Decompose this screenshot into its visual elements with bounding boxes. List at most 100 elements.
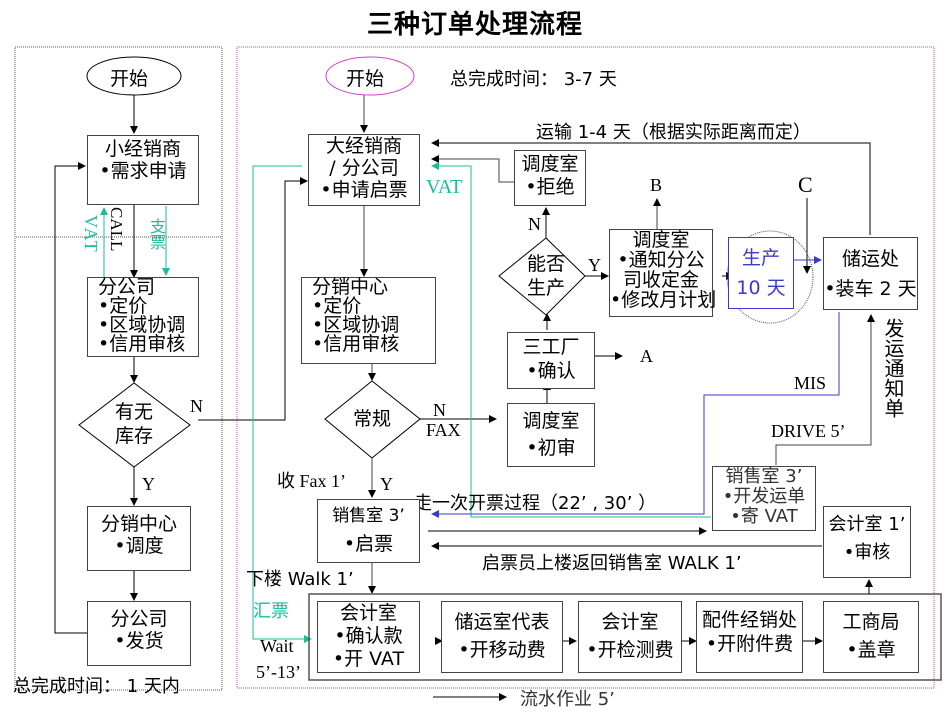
storage-box: 储运处 •装车 2 天 [823, 237, 918, 310]
sales-invoice-title: 销售室 3’ [332, 506, 405, 526]
storage-step: •装车 2 天 [824, 278, 917, 300]
label-remit: 汇票 [253, 601, 289, 622]
branch-step: •定价 [98, 295, 148, 317]
production-duration: 10 天 [736, 277, 786, 299]
production-box: 生产 10 天 [728, 237, 794, 309]
big-dealer-subtitle: / 分公司 [329, 157, 399, 179]
produce-decision-line: 能否 [526, 253, 565, 275]
label-recv-fax: 收 Fax 1’ [277, 471, 346, 491]
production-circle [726, 230, 814, 324]
pipeline-step-title: 储运室代表 [454, 611, 550, 633]
pipeline-container [308, 593, 942, 681]
dispatch-review-step: •初审 [526, 437, 576, 459]
pipeline-step-parts-dealer: 配件经销处 •开附件费 [696, 601, 803, 673]
storage-title: 储运处 [841, 248, 899, 270]
stock-decision-line: 库存 [114, 425, 153, 447]
dispatch-notify-box: 调度室 •通知分公 司收定金 •修改月计划 [609, 229, 716, 317]
pipeline-step-title: 会计室 [339, 602, 397, 624]
dispatch-review-title: 调度室 [522, 410, 580, 432]
factory3-step: •确认 [526, 360, 576, 382]
accounting-audit-step: •审核 [843, 542, 891, 563]
pipeline-step-task: •确认款 [334, 625, 403, 647]
produce-decision-diamond [498, 237, 586, 316]
left-start-label: 开始 [110, 68, 149, 90]
right-start-ellipse [325, 56, 415, 96]
produce-decision-label: 能否 生产 [513, 252, 579, 300]
accounting-audit-title: 会计室 1’ [828, 514, 906, 535]
dispatch-notify-step: •通知分公 [617, 249, 705, 271]
dispatch-reject-step: •拒绝 [525, 176, 575, 198]
dist-center-step: •定价 [312, 295, 362, 317]
label-ship-notice: 发运通知单 [881, 318, 905, 418]
branch-ship-title: 分公司 [110, 608, 168, 630]
label-vat-right: VAT [426, 176, 463, 198]
sales-ship-step: •开发运单 [722, 486, 806, 507]
label-n-left: N [190, 396, 203, 416]
branch-ship-step: •发货 [114, 630, 164, 652]
produce-decision-line: 生产 [526, 277, 565, 299]
dispatch-reject-title: 调度室 [521, 153, 579, 175]
page-title: 三种订单处理流程 [366, 10, 583, 40]
pipeline-step-task: •开移动费 [458, 639, 546, 661]
dispatch-notify-step: 司收定金 [622, 269, 699, 291]
big-dealer-title: 大经销商 [325, 135, 402, 157]
pipeline-step-accounting-test: 会计室 •开检测费 [578, 601, 682, 673]
label-vat-left: VAT [81, 215, 101, 254]
sales-ship-step: •寄 VAT [730, 506, 798, 527]
legend-pipeline: 流水作业 5’ [520, 689, 615, 710]
label-wait-time: 5’-13’ [256, 662, 301, 682]
pipeline-step-title: 工商局 [842, 611, 900, 633]
label-a: A [640, 346, 653, 366]
dispatch-review-box: 调度室 •初审 [507, 403, 595, 467]
dist-center-title: 分销中心 [100, 513, 177, 535]
stock-decision-label: 有无 库存 [104, 400, 164, 448]
dist-center-step: •区域协调 [312, 314, 400, 336]
sales-invoice-step: •启票 [343, 533, 394, 555]
pipeline-step-accounting-confirm: 会计室 •确认款 •开 VAT [317, 601, 420, 673]
regular-decision-label: 常规 [352, 408, 391, 430]
dist-center-box: 分销中心 •定价 •区域协调 •信用审核 [301, 277, 436, 364]
sales-ship-title: 销售室 3’ [725, 466, 803, 487]
label-wait: Wait [260, 636, 294, 656]
pipeline-step-title: 会计室 [601, 611, 659, 633]
pipeline-step-commerce-bureau: 工商局 •盖章 [823, 601, 919, 673]
branch-box: 分公司 •定价 •区域协调 •信用审核 [87, 277, 199, 357]
production-title: 生产 [741, 247, 780, 269]
label-mis: MIS [794, 373, 827, 393]
label-b: B [650, 175, 663, 195]
right-frame [236, 46, 935, 689]
right-start-label: 开始 [346, 68, 385, 90]
transport-label: 运输 1-4 天（根据实际距离而定） [536, 122, 811, 143]
branch-title: 分公司 [98, 276, 156, 298]
dist-center-step: •信用审核 [312, 333, 400, 355]
label-fax: FAX [426, 420, 461, 440]
left-frame-full [14, 46, 223, 691]
factory3-title: 三工厂 [522, 336, 580, 358]
right-total-time: 总完成时间： 3-7 天 [450, 69, 617, 90]
sales-ship-box: 销售室 3’ •开发运单 •寄 VAT [712, 466, 816, 531]
label-cheque: 支票 [147, 218, 166, 250]
factory3-box: 三工厂 •确认 [507, 332, 595, 389]
label-y-left: Y [142, 474, 155, 494]
pipeline-step-task: •开检测费 [586, 639, 674, 661]
branch-step: •区域协调 [98, 314, 186, 336]
big-dealer-step: •申请启票 [320, 179, 408, 201]
pipeline-step-title: 配件经销处 [701, 609, 797, 631]
dist-center-title: 分销中心 [312, 276, 389, 298]
label-y-regular: Y [380, 474, 393, 494]
pipeline-step-task: •开附件费 [705, 633, 794, 655]
small-dealer-step: •需求申请 [99, 160, 187, 182]
dist-center-step: •调度 [114, 535, 164, 557]
branch-step: •信用审核 [98, 333, 186, 355]
dispatch-notify-title: 调度室 [632, 229, 690, 251]
label-n-produce: N [528, 214, 541, 234]
small-dealer-box: 小经销商 •需求申请 [87, 135, 199, 205]
stock-decision-line: 有无 [114, 401, 153, 423]
branch-ship-box: 分公司 •发货 [87, 601, 191, 666]
label-y-produce: Y [588, 255, 601, 275]
label-n-fax: N [433, 400, 446, 420]
small-dealer-title: 小经销商 [104, 138, 181, 160]
label-walk-down: 下楼 Walk 1’ [246, 569, 354, 590]
label-walk-back: 启票员上楼返回销售室 WALK 1’ [482, 553, 742, 574]
